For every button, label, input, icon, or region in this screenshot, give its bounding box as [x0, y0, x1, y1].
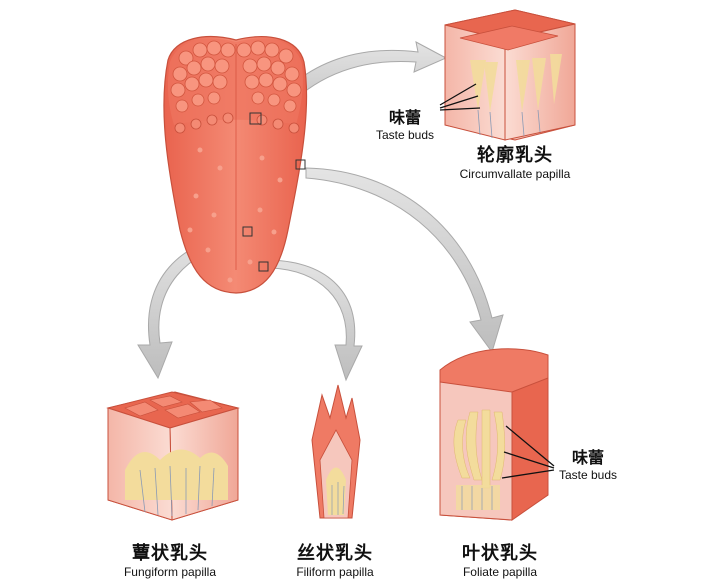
foliate-en: Foliate papilla	[462, 565, 538, 579]
taste-buds-label-top: 味蕾 Taste buds	[370, 104, 440, 142]
taste-buds-zh-top: 味蕾	[388, 108, 421, 127]
fungiform-zh: 蕈状乳头	[132, 543, 208, 564]
foliate-papilla-illustration	[439, 348, 549, 521]
filiform-papilla-illustration	[311, 384, 361, 519]
fungiform-en: Fungiform papilla	[123, 565, 217, 579]
taste-buds-en-top: Taste buds	[375, 128, 435, 142]
filiform-en: Filiform papilla	[296, 565, 374, 579]
tongue	[163, 36, 308, 294]
taste-buds-pointer-right	[501, 425, 555, 479]
circumvallate-papilla-illustration	[444, 9, 576, 141]
circumvallate-en: Circumvallate papilla	[459, 167, 571, 181]
filiform-zh: 丝状乳头	[297, 543, 373, 564]
foliate-zh: 叶状乳头	[462, 543, 538, 564]
taste-buds-zh-right: 味蕾	[571, 448, 604, 467]
circumvallate-zh: 轮廓乳头	[477, 145, 553, 166]
fungiform-label: 蕈状乳头 Fungiform papilla	[100, 539, 240, 579]
circumvallate-label: 轮廓乳头 Circumvallate papilla	[440, 141, 590, 181]
taste-buds-label-right: 味蕾 Taste buds	[553, 444, 623, 482]
filiform-label: 丝状乳头 Filiform papilla	[270, 539, 400, 579]
taste-buds-pointer-top	[439, 83, 481, 111]
foliate-label: 叶状乳头 Foliate papilla	[435, 539, 565, 579]
taste-buds-en-right: Taste buds	[558, 468, 618, 482]
arrow-to-foliate	[305, 167, 504, 354]
arrow-to-filiform	[269, 259, 363, 382]
fungiform-papilla-illustration	[106, 391, 240, 521]
